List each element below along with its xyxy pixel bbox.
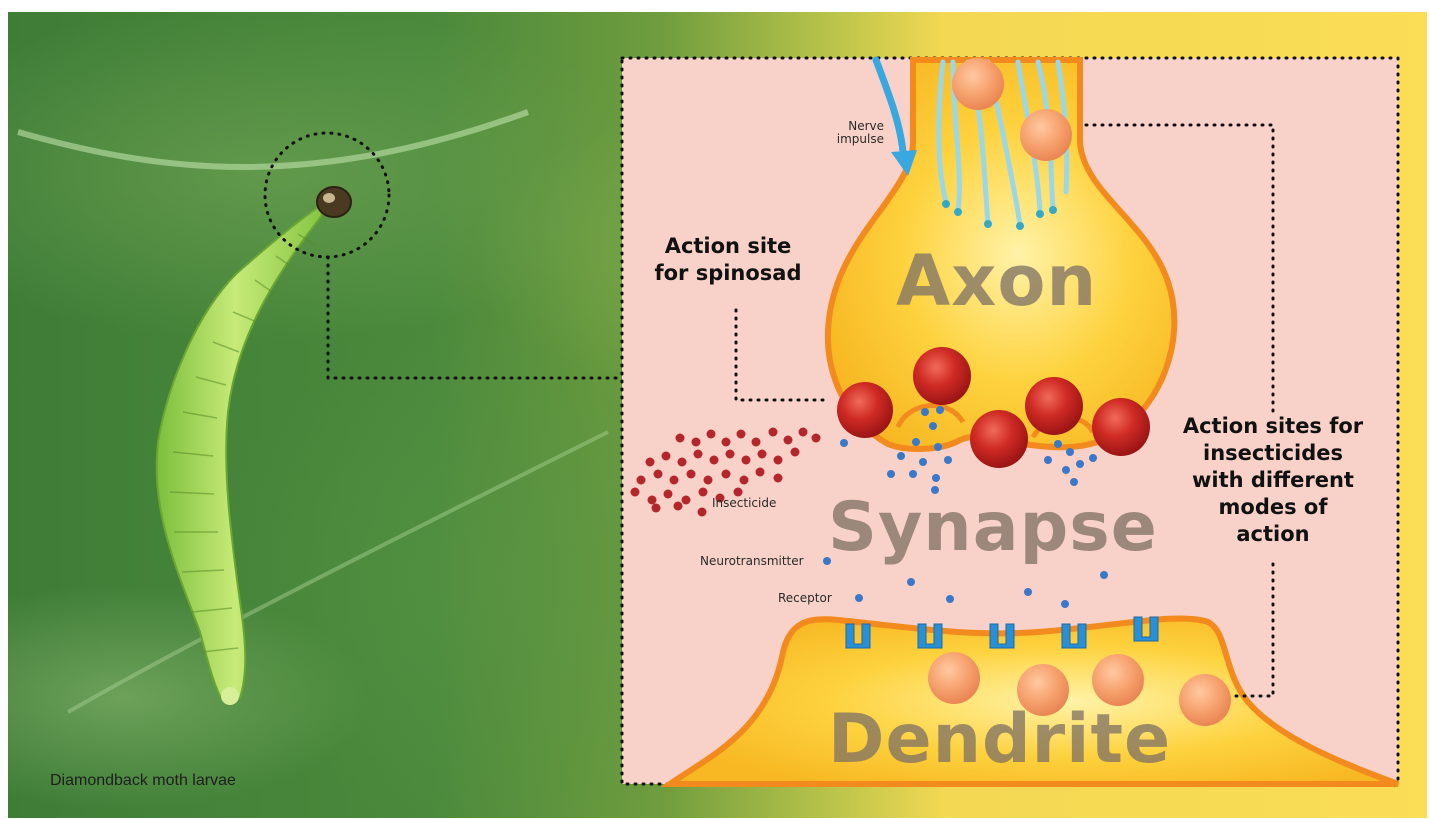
peach-sphere <box>952 58 1004 110</box>
larva-illustration <box>157 187 351 705</box>
leaf-vein <box>68 432 608 712</box>
neurotransmitter-label: Neurotransmitter <box>700 554 804 568</box>
peach-sphere <box>1179 674 1231 726</box>
peach-sphere <box>1092 654 1144 706</box>
peach-sphere <box>1020 109 1072 161</box>
photo-caption: Diamondback moth larvae <box>50 772 236 790</box>
insecticide-label: Insecticide <box>712 496 776 510</box>
connector-line <box>328 257 620 378</box>
leaf-vein <box>18 112 528 167</box>
dendrite-label: Dendrite <box>828 700 1171 779</box>
peach-sphere <box>928 652 980 704</box>
axon-label: Axon <box>896 240 1097 322</box>
receptor-label: Receptor <box>778 591 832 605</box>
spinosad-callout: Action site for spinosad <box>648 233 808 287</box>
synapse-label: Synapse <box>828 488 1158 567</box>
figure-frame: Axon Synapse Dendrite Action site for sp… <box>8 12 1427 818</box>
other-sites-callout: Action sites for insecticides with diffe… <box>1166 413 1380 548</box>
nerve-impulse-label: Nerve impulse <box>828 120 884 146</box>
